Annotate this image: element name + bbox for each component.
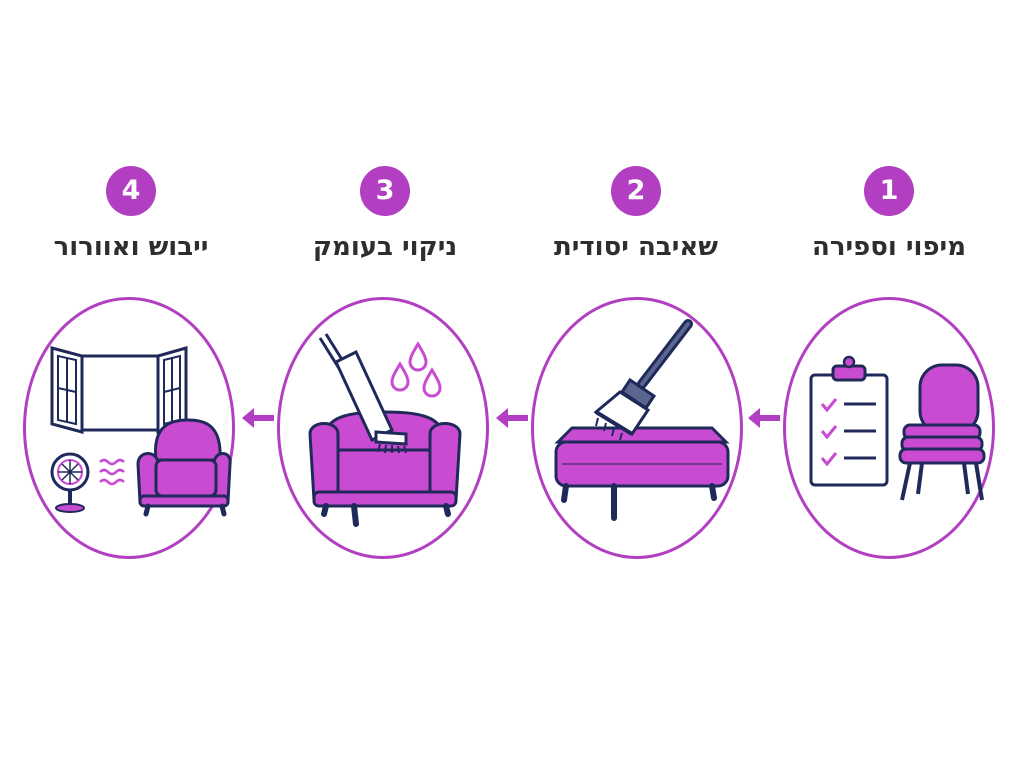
step-4-illustration [50,346,232,517]
ottoman-icon [554,426,730,521]
step-2-number-badge: 2 [611,166,661,216]
flow-arrow-1-to-2 [748,408,780,428]
airflow-icon [99,458,125,486]
cleaning-wand-icon [318,333,408,454]
step-2-circle [531,297,743,559]
step-1-illustration [809,355,986,501]
stacked-chairs-icon [898,363,986,501]
step-4-circle [23,297,235,559]
flow-arrow-3-to-4 [242,408,274,428]
step-1-title: מיפוי וספירה [811,232,967,262]
step-1-number-badge: 1 [864,166,914,216]
step-1-circle [783,297,995,559]
flow-arrow-2-to-3 [496,408,528,428]
step-3-title: ניקוי בעומק [312,232,458,262]
clipboard-checklist-icon [809,355,889,487]
vacuum-nozzle-icon [593,319,693,441]
step-3-number-badge: 3 [360,166,410,216]
step-2-title: שאיבה יסודית [553,232,719,262]
step-4-title: ייבוש ואוורור [53,232,209,262]
fan-icon [50,452,90,513]
open-window-icon [50,346,188,434]
step-3-illustration [308,333,462,527]
step-4-number-badge: 4 [106,166,156,216]
step-2-illustration [554,319,730,521]
water-drops-icon [390,341,442,398]
step-3-circle [277,297,489,559]
armchair-icon [136,418,232,517]
